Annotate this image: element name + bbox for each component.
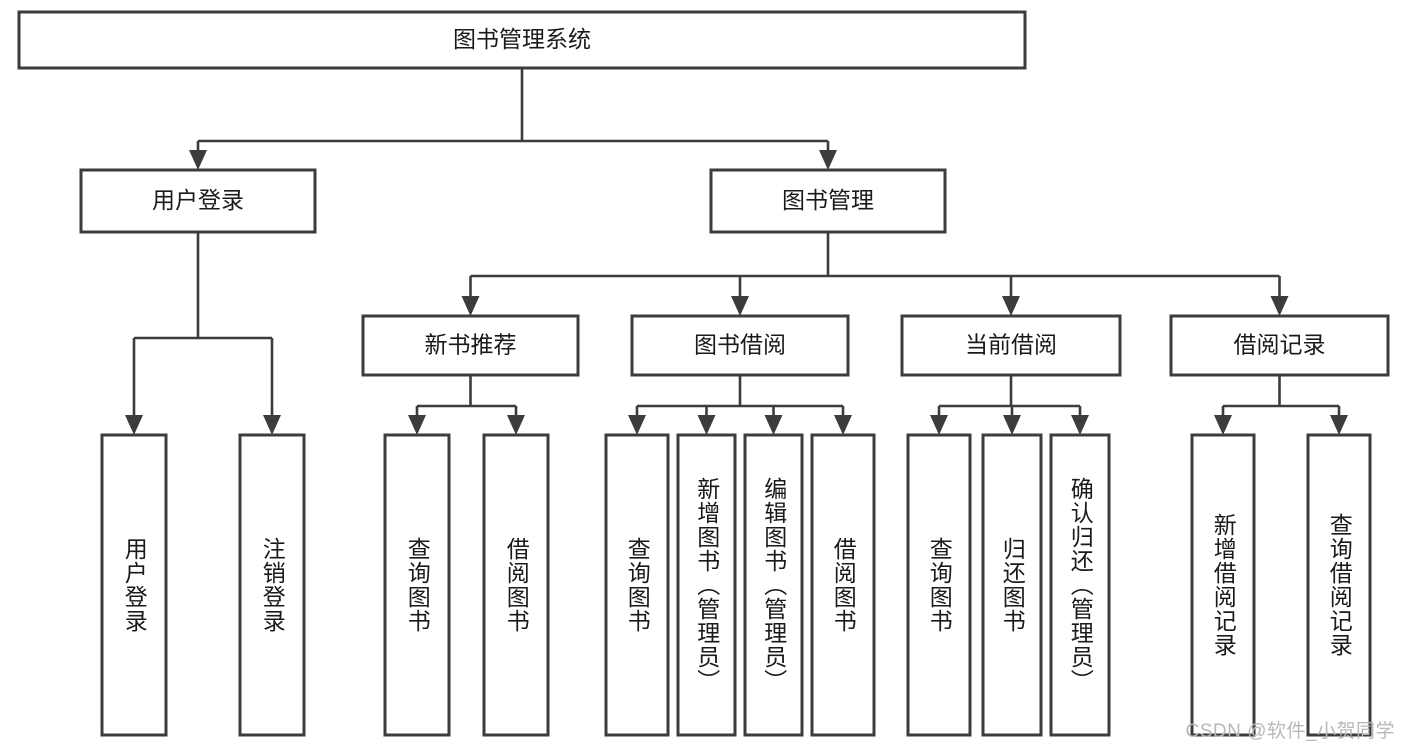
arrow-head-current-borrow: [1002, 296, 1020, 316]
connector-layer: [125, 68, 1348, 435]
arrow-head-leaf-add-borrow-record: [1214, 415, 1232, 435]
arrow-head-user-login: [189, 150, 207, 170]
node-user-login[interactable]: 用户登录: [79, 168, 317, 234]
node-leaf-add-book[interactable]: [676, 433, 737, 737]
arrow-head-book-manage: [819, 150, 837, 170]
node-box-leaf-add-borrow-record[interactable]: [1190, 433, 1256, 737]
arrow-head-leaf-borrow-book: [834, 415, 852, 435]
node-box-leaf-query-borrow-record[interactable]: [1306, 433, 1372, 737]
watermark-text: CSDN @软件_小贺同学: [1185, 721, 1395, 742]
arrow-head-borrow-record: [1270, 296, 1289, 316]
node-label-root: 图书管理系统: [453, 26, 591, 52]
node-leaf-confirm-return[interactable]: [1049, 433, 1111, 737]
node-box-leaf-query-book-current[interactable]: [906, 433, 972, 737]
node-box-leaf-edit-book[interactable]: [743, 433, 804, 737]
node-box-leaf-borrow-book[interactable]: [810, 433, 876, 737]
node-label-book-borrow: 图书借阅: [694, 332, 786, 358]
node-label-current-borrow: 当前借阅: [965, 332, 1057, 358]
node-leaf-add-borrow-record[interactable]: [1190, 433, 1256, 737]
node-leaf-query-borrow-record[interactable]: [1306, 433, 1372, 737]
node-box-borrow-record[interactable]: [1169, 314, 1390, 377]
node-leaf-query-book-borrow[interactable]: [604, 433, 670, 737]
node-box-leaf-confirm-return[interactable]: [1049, 433, 1111, 737]
node-leaf-borrow-book-recommend[interactable]: [482, 433, 550, 737]
node-box-leaf-return-book[interactable]: [981, 433, 1043, 737]
arrow-head-leaf-query-book-current: [930, 415, 948, 435]
arrow-head-new-book-recommend: [461, 296, 480, 316]
node-label-book-manage: 图书管理: [782, 187, 874, 213]
arrow-head-leaf-edit-book: [764, 415, 783, 435]
arrow-head-leaf-borrow-book-recommend: [507, 415, 525, 435]
node-label-borrow-record: 借阅记录: [1234, 332, 1326, 358]
arrow-head-leaf-add-book: [697, 415, 716, 435]
node-leaf-user-login[interactable]: [100, 433, 168, 737]
arrow-head-leaf-confirm-return: [1071, 415, 1089, 435]
node-box-user-login[interactable]: [79, 168, 317, 234]
arrow-head-leaf-return-book: [1003, 415, 1021, 435]
node-box-leaf-user-login[interactable]: [100, 433, 168, 737]
node-leaf-borrow-book[interactable]: [810, 433, 876, 737]
node-box-current-borrow[interactable]: [900, 314, 1122, 377]
node-leaf-return-book[interactable]: [981, 433, 1043, 737]
node-book-borrow[interactable]: 图书借阅: [630, 314, 850, 377]
node-leaf-user-logout[interactable]: [238, 433, 306, 737]
node-box-book-borrow[interactable]: [630, 314, 850, 377]
node-book-manage[interactable]: 图书管理: [709, 168, 947, 234]
node-box-leaf-query-book-recommend[interactable]: [383, 433, 451, 737]
node-current-borrow[interactable]: 当前借阅: [900, 314, 1122, 377]
node-borrow-record[interactable]: 借阅记录: [1169, 314, 1390, 377]
arrow-head-leaf-query-book-borrow: [628, 415, 646, 435]
node-label-user-login: 用户登录: [152, 187, 244, 213]
node-box-leaf-add-book[interactable]: [676, 433, 737, 737]
node-box-root[interactable]: [17, 10, 1027, 70]
arrow-head-leaf-user-logout: [263, 415, 281, 435]
node-label-new-book-recommend: 新书推荐: [425, 332, 517, 358]
node-leaf-query-book-recommend[interactable]: [383, 433, 451, 737]
node-root[interactable]: 图书管理系统: [17, 10, 1027, 70]
arrow-head-leaf-user-login: [125, 415, 143, 435]
arrow-head-leaf-query-book-recommend: [408, 415, 426, 435]
node-new-book-recommend[interactable]: 新书推荐: [361, 314, 580, 377]
node-leaf-edit-book[interactable]: [743, 433, 804, 737]
node-box-book-manage[interactable]: [709, 168, 947, 234]
node-leaf-query-book-current[interactable]: [906, 433, 972, 737]
arrow-head-book-borrow: [731, 296, 749, 316]
node-box-new-book-recommend[interactable]: [361, 314, 580, 377]
node-box-leaf-borrow-book-recommend[interactable]: [482, 433, 550, 737]
node-box-leaf-query-book-borrow[interactable]: [604, 433, 670, 737]
arrow-head-leaf-query-borrow-record: [1330, 415, 1348, 435]
node-box-leaf-user-logout[interactable]: [238, 433, 306, 737]
